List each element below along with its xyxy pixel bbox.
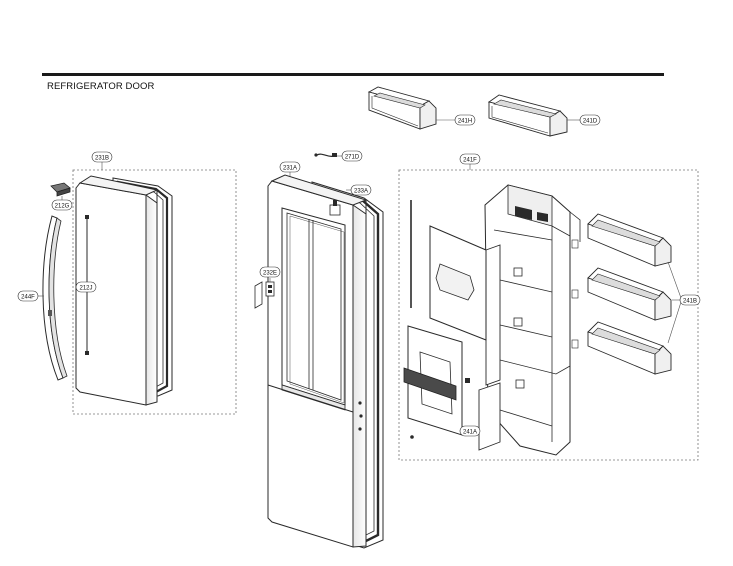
leader-241B	[667, 261, 682, 344]
callout-212G: 212G	[51, 199, 73, 211]
callout-231B: 231B	[91, 151, 113, 163]
callout-241H: 241H	[454, 114, 476, 126]
door-bin-241H	[367, 86, 455, 130]
callout-241D: 241D	[579, 114, 601, 126]
dispenser-cover-upper	[429, 225, 487, 341]
title-divider	[42, 73, 664, 76]
hinge-part-232E	[254, 278, 275, 309]
door-bin-241B-1	[587, 213, 672, 267]
callout-244F: 244F	[17, 290, 39, 302]
callout-233A: 233A	[350, 184, 372, 196]
right-group-frame	[398, 169, 699, 461]
side-rail	[472, 244, 501, 451]
callout-label-232E: 232E	[263, 271, 277, 277]
callout-label-271D: 271D	[345, 155, 360, 161]
callout-label-231B: 231B	[95, 156, 109, 162]
door-bin-241B-2	[587, 267, 672, 321]
callout-241B: 241B	[679, 294, 701, 306]
door-bin-241D	[487, 94, 580, 137]
dispenser-cover-lower	[403, 325, 470, 439]
callout-232E: 232E	[259, 266, 281, 278]
callout-label-212J: 212J	[79, 286, 92, 292]
page-title: REFRIGERATOR DOOR	[47, 81, 155, 92]
callout-label-241B: 241B	[683, 299, 697, 305]
left-group-frame	[72, 169, 237, 415]
wire-harness-271D	[314, 153, 343, 158]
callout-241F: 241F	[459, 153, 481, 165]
door-panel-left	[75, 175, 159, 406]
callout-label-244F: 244F	[21, 295, 35, 301]
callout-label-241H: 241H	[458, 119, 472, 125]
door-panel-middle	[267, 174, 368, 548]
door-handle-244F	[36, 215, 68, 381]
cap-part-212G	[50, 182, 71, 200]
callout-271D: 271D	[341, 150, 363, 162]
callout-231A: 231A	[279, 161, 301, 173]
door-bin-241B-3	[587, 321, 672, 375]
callout-241A: 241A	[459, 425, 481, 437]
callout-label-231A: 231A	[283, 166, 297, 172]
callout-label-241D: 241D	[583, 119, 598, 125]
callout-label-233A: 233A	[354, 189, 368, 195]
callout-label-212G: 212G	[55, 204, 70, 210]
callout-label-241A: 241A	[463, 430, 477, 436]
callout-label-241F: 241F	[463, 158, 477, 164]
callout-212J: 212J	[75, 281, 97, 293]
